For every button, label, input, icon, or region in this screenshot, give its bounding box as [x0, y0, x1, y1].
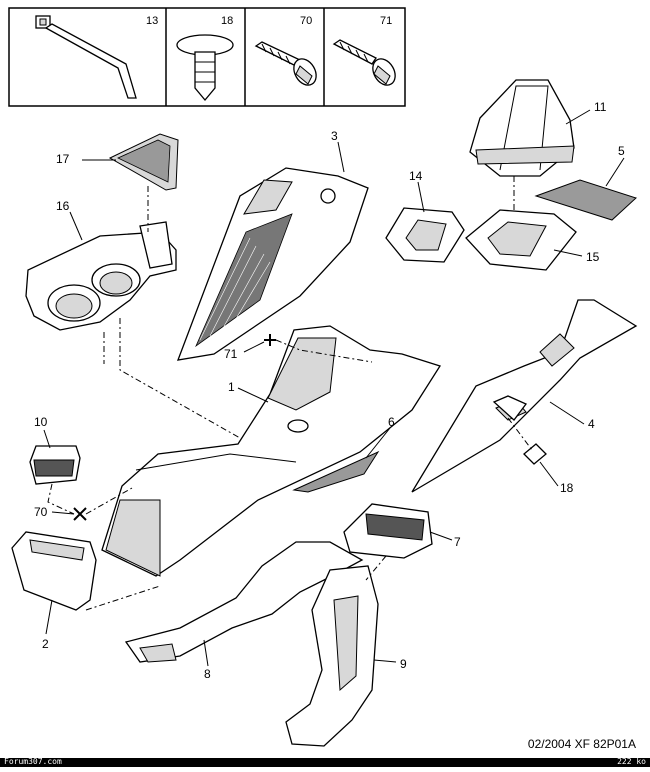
footer-left-text: Forum307.com	[4, 757, 62, 766]
callout-70: 70	[34, 505, 48, 519]
callout-9: 9	[400, 657, 407, 671]
callout-7: 7	[454, 535, 461, 549]
callout-14: 14	[409, 169, 423, 183]
cupholder-part	[25, 221, 177, 331]
header-label-18: 18	[221, 15, 233, 27]
bezel-14-part	[385, 207, 465, 263]
storage-bin-part	[11, 531, 97, 611]
callout-17: 17	[56, 152, 70, 166]
clip-18-callout-icon	[492, 395, 547, 465]
diagram-reference: 02/2004 XF 82P01A	[527, 737, 636, 751]
callout-2: 2	[42, 637, 49, 651]
callout-4: 4	[588, 417, 595, 431]
callout-16: 16	[56, 199, 70, 213]
callout-71: 71	[224, 347, 238, 361]
screw-70-callout-icon	[73, 507, 87, 521]
side-trim-panel-part	[176, 167, 369, 361]
air-duct-9-part	[285, 565, 379, 747]
callout-8: 8	[204, 667, 211, 681]
callout-3: 3	[331, 129, 338, 143]
footer-bar: Forum307.com 222 ko	[0, 757, 650, 767]
header-label-13: 13	[146, 15, 158, 27]
footer-right-text: 222 ko	[617, 757, 646, 766]
gear-mat-part	[534, 179, 637, 221]
callout-5: 5	[618, 144, 625, 158]
screw-71-icon	[332, 39, 396, 86]
gear-frame-part	[465, 209, 577, 271]
center-console-part	[101, 325, 442, 577]
air-duct-8-part	[124, 541, 364, 663]
small-storage-box-part	[29, 445, 81, 485]
gear-boot-part	[469, 79, 575, 177]
callout-labels: 11 3 17 5 14 16 15 71 1 4 10 6 18 70 7 2…	[34, 100, 625, 681]
screw-71-callout-icon	[264, 334, 276, 346]
long-side-panel-part	[411, 299, 638, 493]
air-vent-part	[343, 503, 433, 559]
callout-15: 15	[586, 250, 600, 264]
net-insert-part	[108, 133, 179, 191]
callout-10: 10	[34, 415, 48, 429]
callout-1: 1	[228, 380, 235, 394]
header-label-70: 70	[300, 15, 312, 27]
callout-11: 11	[594, 100, 607, 114]
push-clip-icon	[176, 34, 234, 102]
cable-tie-icon	[35, 15, 137, 99]
assembly-lines	[47, 176, 533, 611]
callout-18: 18	[560, 481, 574, 495]
leader-lines	[43, 109, 625, 667]
callout-6: 6	[388, 415, 395, 429]
header-label-71: 71	[380, 15, 392, 27]
screw-70-icon	[254, 41, 317, 86]
header-parts-table: 13 18 70 71	[8, 7, 406, 107]
